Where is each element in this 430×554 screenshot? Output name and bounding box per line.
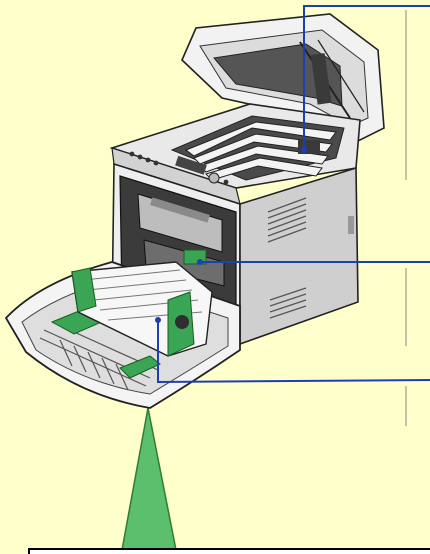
bottom-panel-edge [28,548,430,554]
transfer-unit [71,261,213,357]
printer-body [109,103,361,346]
callout-line-toner [303,5,430,150]
top-cover [181,13,385,143]
callout-lines [157,5,430,384]
pointer-triangle [121,407,177,551]
callout-line-transfer [157,320,430,384]
front-cover [4,261,241,409]
side-vents [267,197,307,319]
control-panel [111,147,241,205]
fusing-unit [137,193,225,287]
